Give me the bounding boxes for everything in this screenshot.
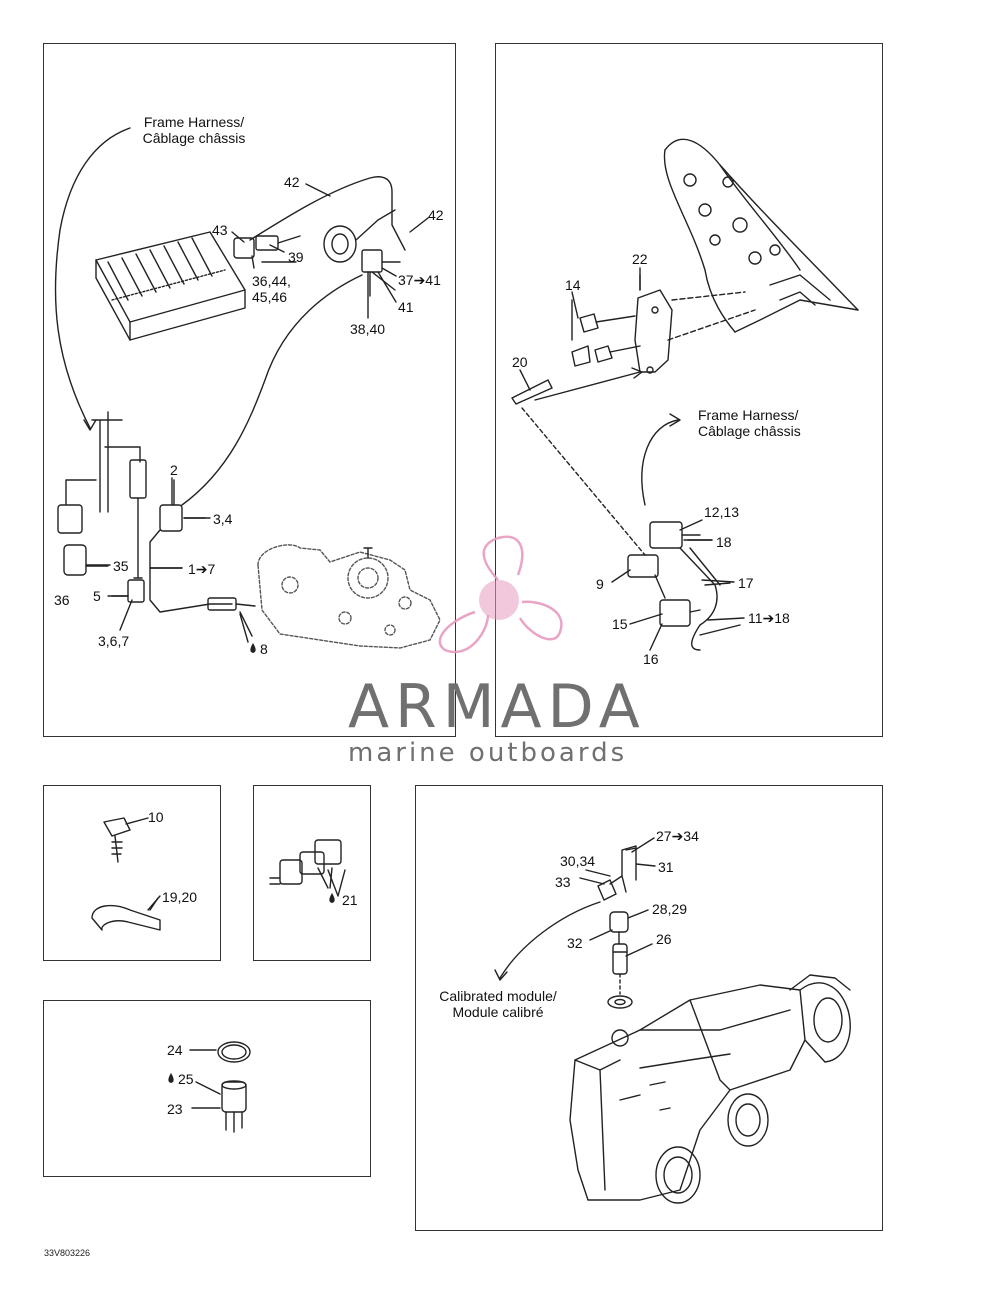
armada-propeller-icon	[438, 535, 563, 654]
panel-screw-tie	[43, 785, 221, 961]
callout-3-6-7: 3,6,7	[98, 633, 130, 649]
callout-33: 33	[555, 874, 571, 890]
callout-3-4: 3,4	[213, 511, 233, 527]
panel-sensor	[43, 1000, 371, 1177]
calibrated-module-note: Calibrated module/ Module calibré	[439, 988, 557, 1020]
airbox-silencer	[569, 974, 851, 1204]
callout-16: 16	[643, 651, 659, 667]
callout-21: 21	[342, 892, 358, 908]
frame-harness-note-b: Frame Harness/ Câblage châssis	[698, 407, 801, 439]
frame-harness-note-a: Frame Harness/ Câblage châssis	[142, 114, 246, 146]
frame-harness-leader-a	[54, 127, 131, 429]
callout-45-46: 45,46	[252, 289, 288, 305]
callout-14: 14	[565, 277, 581, 293]
callout-42-right: 42	[428, 207, 444, 223]
callout-12-13: 12,13	[704, 504, 740, 520]
callout-15: 15	[612, 616, 628, 632]
callout-19-20: 19,20	[162, 889, 198, 905]
watermark-tagline: marine outboards	[348, 738, 628, 768]
callout-27-34: 27➔34	[656, 828, 699, 844]
callout-18: 18	[716, 534, 732, 550]
callout-30-34: 30,34	[560, 853, 596, 869]
panel-connector	[253, 785, 371, 961]
callout-17: 17	[738, 575, 754, 591]
callout-23: 23	[167, 1101, 183, 1117]
callout-2: 2	[170, 462, 178, 478]
callout-9: 9	[596, 576, 604, 592]
callout-36: 36	[54, 592, 70, 608]
callout-20: 20	[512, 354, 528, 370]
callout-38-40: 38,40	[350, 321, 386, 337]
panel-engine-harness	[43, 43, 456, 737]
callout-11-18: 11➔18	[748, 610, 790, 626]
callout-41: 41	[398, 299, 414, 315]
watermark-brand: ARMADA	[348, 672, 646, 742]
callout-8: 8	[260, 641, 268, 657]
callout-26: 26	[656, 931, 672, 947]
panel-frame-bracket	[495, 43, 883, 737]
callout-5: 5	[93, 588, 101, 604]
callout-37-41: 37➔41	[398, 272, 441, 288]
callout-10: 10	[148, 809, 164, 825]
frame-rail	[663, 138, 859, 333]
callout-22: 22	[632, 251, 648, 267]
callout-35: 35	[113, 558, 129, 574]
panel-airbox	[415, 785, 883, 1231]
callout-25: 25	[178, 1071, 194, 1087]
callout-24: 24	[167, 1042, 183, 1058]
figure-code: 33V803226	[44, 1248, 91, 1258]
callout-36-44: 36,44,	[252, 273, 291, 289]
callout-31: 31	[658, 859, 674, 875]
callout-39: 39	[288, 249, 304, 265]
callout-43: 43	[212, 222, 228, 238]
callout-42-top: 42	[284, 174, 300, 190]
callout-32: 32	[567, 935, 583, 951]
control-module-box	[95, 231, 246, 341]
callout-1-7: 1➔7	[188, 561, 216, 577]
callout-28-29: 28,29	[652, 901, 688, 917]
